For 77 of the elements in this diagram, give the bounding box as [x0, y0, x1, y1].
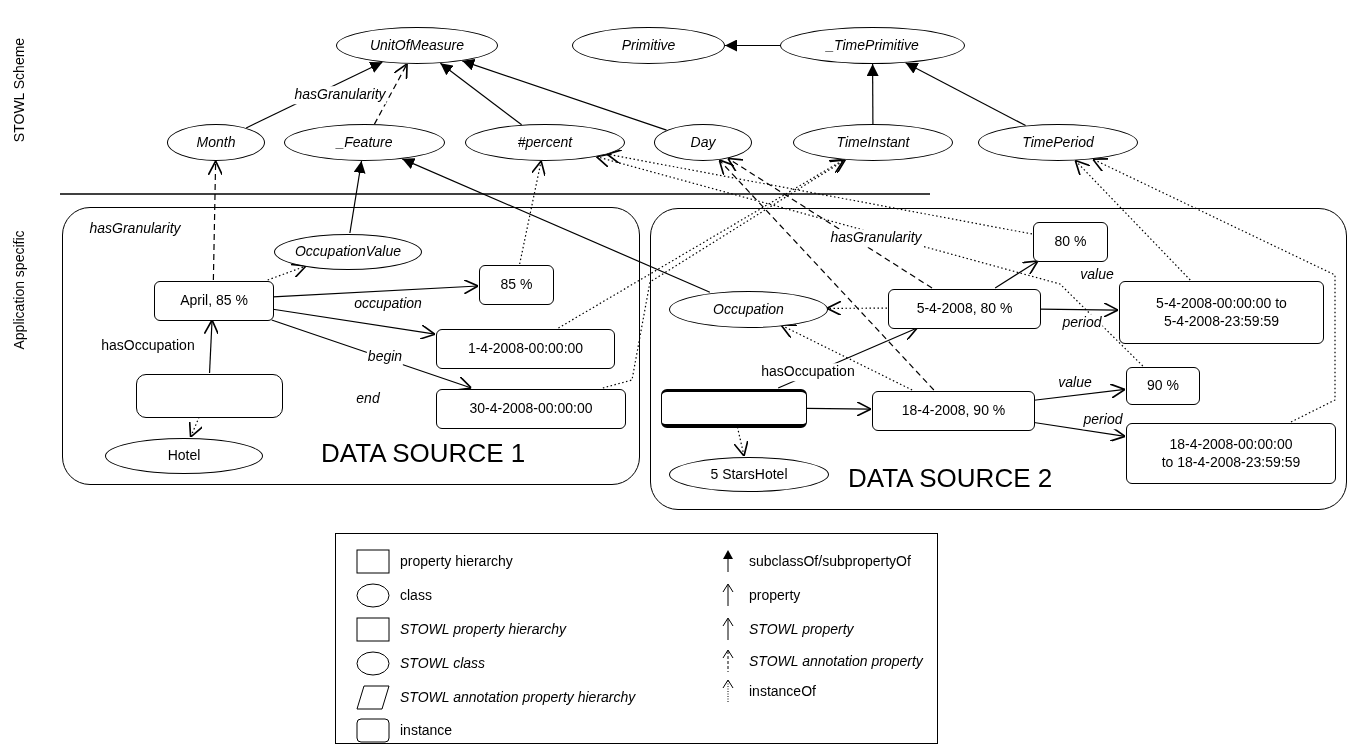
- data-source-panel: [62, 207, 640, 485]
- arrow: [595, 152, 1144, 367]
- class-ellipse: Day: [654, 124, 752, 161]
- arrow: [602, 159, 847, 389]
- edge-label: hasGranularity: [829, 229, 923, 247]
- arrow: [373, 63, 408, 125]
- arrow: [606, 149, 1033, 235]
- arrow: [733, 426, 749, 457]
- edge-label: period: [1082, 411, 1124, 429]
- instance-box: [661, 389, 807, 428]
- class-ellipse: UnitOfMeasure: [336, 27, 498, 64]
- legend-text: property hierarchy: [400, 552, 513, 571]
- panel-title: DATA SOURCE 1: [321, 440, 526, 466]
- class-ellipse: TimeInstant: [793, 124, 953, 161]
- class-ellipse: #percent: [465, 124, 625, 161]
- class-ellipse: TimePeriod: [978, 124, 1138, 161]
- legend-text: class: [400, 586, 432, 605]
- edge-label: hasGranularity: [88, 220, 182, 238]
- instance-box: April, 85 %: [154, 281, 274, 321]
- arrow: [1033, 383, 1126, 401]
- instance-box: 1-4-2008-00:00:00: [436, 329, 615, 369]
- legend-text: STOWL annotation property: [749, 652, 923, 671]
- arrow: [519, 160, 546, 265]
- instance-box: 5-4-2008-00:00:00 to 5-4-2008-23:59:59: [1119, 281, 1324, 344]
- instance-box: 85 %: [479, 265, 554, 305]
- instance-box: [136, 374, 283, 418]
- arrow: [724, 39, 781, 52]
- arrow: [207, 160, 224, 281]
- class-ellipse: _TimePrimitive: [780, 27, 965, 64]
- edge-label: period: [1061, 314, 1103, 332]
- data-source-panel: [650, 208, 1347, 510]
- arrow: [272, 308, 436, 340]
- arrow: [866, 63, 879, 125]
- panel-title: DATA SOURCE 2: [848, 465, 1053, 491]
- arrow: [1092, 158, 1336, 423]
- arrow: [718, 159, 935, 391]
- section-label: STOWL Scheme: [9, 37, 28, 143]
- class-ellipse: Month: [167, 124, 265, 161]
- legend-text: STOWL property hierarchy: [400, 620, 566, 639]
- edge-label: hasOccupation: [760, 363, 856, 381]
- instance-box: 5-4-2008, 80 %: [888, 289, 1041, 329]
- arrow: [826, 300, 888, 317]
- legend-text: subclassOf/subpropertyOf: [749, 552, 911, 571]
- instance-box: 18-4-2008-00:00:00 to 18-4-2008-23:59:59: [1126, 423, 1336, 484]
- instance-box: 30-4-2008-00:00:00: [436, 389, 626, 429]
- class-ellipse: 5 StarsHotel: [669, 457, 829, 492]
- arrow: [461, 59, 668, 131]
- edge-label: hasOccupation: [100, 337, 196, 355]
- class-ellipse: Hotel: [105, 438, 263, 474]
- edge-label: begin: [366, 348, 404, 366]
- arrow: [727, 157, 933, 289]
- instance-box: 90 %: [1126, 367, 1200, 405]
- instance-box: 80 %: [1033, 222, 1108, 262]
- arrow: [1039, 302, 1119, 318]
- section-label: Application specific: [9, 230, 28, 350]
- legend-text: instanceOf: [749, 682, 816, 701]
- legend-text: instance: [400, 721, 453, 740]
- legend-text: STOWL class: [400, 654, 486, 673]
- class-ellipse: Occupation: [669, 291, 828, 328]
- edge-label: hasGranularity: [293, 86, 387, 104]
- class-ellipse: Primitive: [572, 27, 725, 64]
- legend-text: STOWL property: [749, 620, 854, 639]
- legend-text: property: [749, 586, 801, 605]
- legend-text: STOWL annotation property hierarchy: [400, 688, 636, 707]
- edge-label: occupation: [353, 295, 423, 313]
- arrow: [805, 401, 872, 417]
- arrow: [349, 160, 366, 234]
- instance-box: 18-4-2008, 90 %: [872, 391, 1035, 431]
- arrow: [439, 62, 523, 126]
- arrow: [1074, 159, 1191, 281]
- class-ellipse: _Feature: [284, 124, 445, 161]
- arrow: [994, 260, 1039, 289]
- class-ellipse: OccupationValue: [274, 234, 422, 270]
- arrow: [272, 278, 479, 298]
- arrow: [203, 319, 220, 374]
- arrow: [1033, 421, 1126, 443]
- arrow: [267, 263, 307, 281]
